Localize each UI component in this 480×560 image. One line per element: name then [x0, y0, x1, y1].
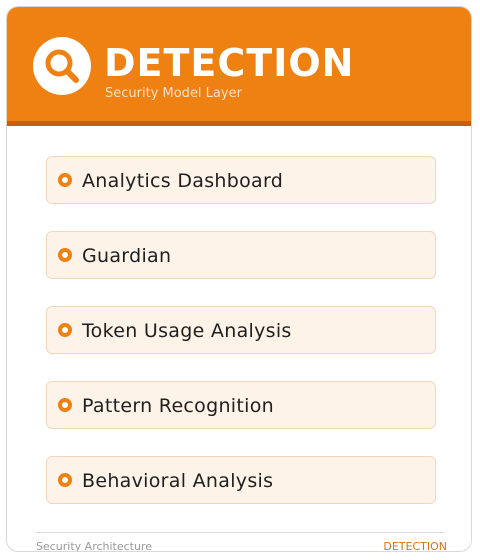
list-item-label: Guardian [82, 245, 172, 267]
page-subtitle: Security Model Layer [105, 86, 242, 101]
list-item-analytics-dashboard[interactable]: Analytics Dashboard [46, 156, 436, 204]
header-banner: DETECTION Security Model Layer [7, 7, 471, 126]
list-item-label: Pattern Recognition [82, 395, 274, 417]
bullet-icon [58, 323, 72, 337]
footer-layer-tag: DETECTION [383, 540, 447, 552]
bullet-icon [58, 173, 72, 187]
list-item-behavioral-analysis[interactable]: Behavioral Analysis [46, 456, 436, 504]
detection-items-list: Analytics Dashboard Guardian Token Usage… [46, 156, 436, 531]
footer-caption: Security Architecture [36, 540, 153, 552]
bullet-icon [58, 248, 72, 262]
list-item-guardian[interactable]: Guardian [46, 231, 436, 279]
bullet-icon [58, 398, 72, 412]
list-item-pattern-recognition[interactable]: Pattern Recognition [46, 381, 436, 429]
footer-divider [35, 532, 445, 533]
list-item-label: Behavioral Analysis [82, 470, 274, 492]
page-title: DETECTION [104, 41, 355, 85]
list-item-label: Token Usage Analysis [82, 320, 292, 342]
detection-card: DETECTION Security Model Layer Analytics… [6, 6, 472, 552]
bullet-icon [58, 473, 72, 487]
list-item-token-usage-analysis[interactable]: Token Usage Analysis [46, 306, 436, 354]
magnifier-icon [33, 37, 91, 95]
list-item-label: Analytics Dashboard [82, 170, 284, 192]
